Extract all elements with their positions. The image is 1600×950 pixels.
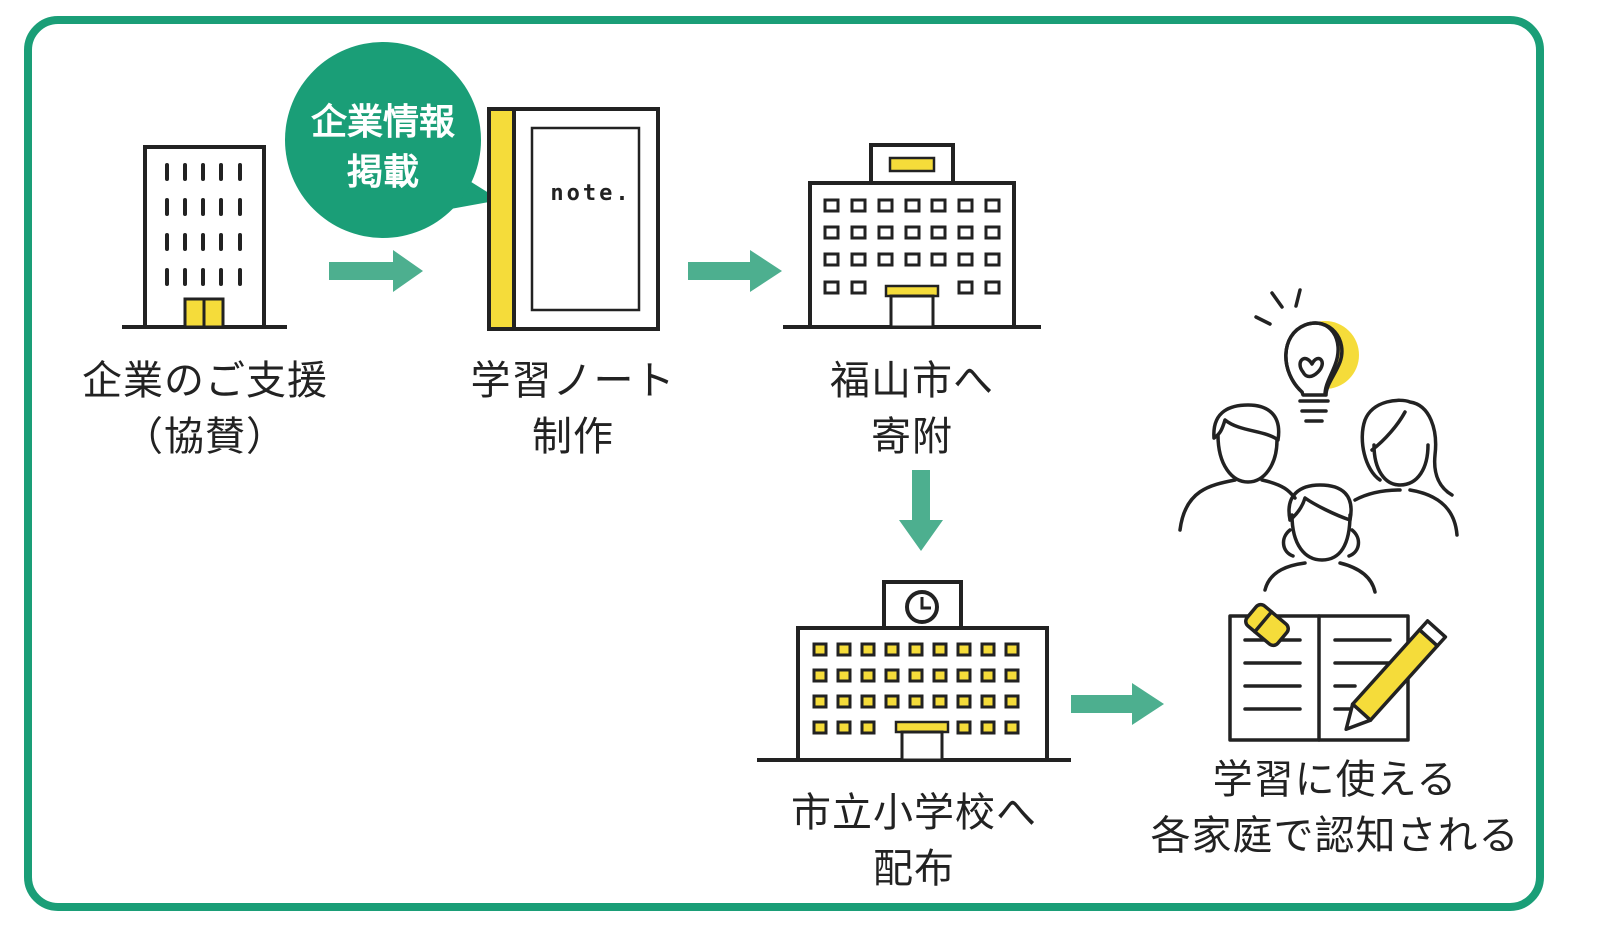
city-window <box>957 225 974 240</box>
city-window <box>957 252 974 267</box>
info-callout-bubble <box>285 42 500 238</box>
school-window <box>980 642 996 657</box>
step-label-city: 福山市へ 寄附 <box>830 353 994 465</box>
school-window <box>812 642 828 657</box>
school-window <box>956 668 972 683</box>
school-window <box>860 720 876 735</box>
school-window <box>812 694 828 709</box>
city-window <box>823 280 840 295</box>
arrow-company-to-notebook <box>329 250 423 292</box>
father-figure-icon <box>1178 403 1297 532</box>
city-hall-icon <box>783 143 1041 329</box>
school-window <box>980 720 996 735</box>
school-window <box>860 642 876 657</box>
school-window <box>932 668 948 683</box>
family-learning-icon <box>1178 288 1459 742</box>
notebook-cover-text: note. <box>550 181 631 206</box>
city-window <box>850 198 867 213</box>
city-window <box>984 252 1001 267</box>
school-window <box>812 720 828 735</box>
city-window <box>877 252 894 267</box>
city-window <box>957 280 974 295</box>
school-window <box>884 668 900 683</box>
city-window <box>850 252 867 267</box>
school-window <box>1004 720 1020 735</box>
school-window <box>884 642 900 657</box>
city-window <box>930 225 947 240</box>
school-window <box>836 720 852 735</box>
school-window <box>860 694 876 709</box>
school-window <box>836 668 852 683</box>
diagram-frame <box>24 16 1544 911</box>
school-window <box>1004 668 1020 683</box>
step-label-line: 寄附 <box>871 414 953 460</box>
city-window <box>984 280 1001 295</box>
step-label-line: 配布 <box>873 846 955 892</box>
arrow-school-to-families <box>1071 683 1164 725</box>
step-label-line: 企業のご支援 <box>82 358 328 404</box>
callout-line-2: 掲載 <box>346 152 420 193</box>
step-label-line: 各家庭で認知される <box>1150 813 1520 859</box>
arrow-city-to-school <box>899 470 943 551</box>
school-window <box>908 642 924 657</box>
step-label-line: 制作 <box>532 414 614 460</box>
city-window <box>984 225 1001 240</box>
step-label-line: 学習ノート <box>470 358 676 404</box>
school-window <box>812 668 828 683</box>
school-window <box>908 694 924 709</box>
city-window <box>823 225 840 240</box>
school-window <box>956 642 972 657</box>
lightbulb-icon <box>1254 288 1359 423</box>
city-window <box>823 252 840 267</box>
pencil-icon <box>1344 619 1448 731</box>
school-window <box>932 694 948 709</box>
school-window <box>908 668 924 683</box>
school-window <box>884 694 900 709</box>
city-window <box>850 225 867 240</box>
step-label-families: 学習に使える 各家庭で認知される <box>1151 752 1520 864</box>
step-label-line: 福山市へ <box>830 358 994 404</box>
city-window <box>904 225 921 240</box>
school-window <box>956 694 972 709</box>
step-label-company: 企業のご支援 （協賛） <box>82 353 328 465</box>
step-label-notebook: 学習ノート 制作 <box>471 353 676 465</box>
eraser-icon <box>1244 602 1290 648</box>
step-label-school: 市立小学校へ 配布 <box>791 785 1037 897</box>
notebook-icon: note. <box>487 107 660 331</box>
step-label-line: 市立小学校へ <box>791 790 1037 836</box>
school-window <box>836 694 852 709</box>
mother-figure-icon <box>1353 398 1459 537</box>
school-window <box>980 668 996 683</box>
school-window <box>836 642 852 657</box>
city-window <box>877 198 894 213</box>
school-window <box>932 642 948 657</box>
step-label-line: 学習に使える <box>1212 757 1458 803</box>
school-window <box>860 668 876 683</box>
school-building-icon <box>757 580 1071 762</box>
school-window <box>956 720 972 735</box>
arrow-notebook-to-city <box>688 250 782 292</box>
city-window <box>957 198 974 213</box>
callout-line-1: 企業情報 <box>310 102 456 143</box>
school-window <box>1004 642 1020 657</box>
city-window <box>877 225 894 240</box>
city-window <box>984 198 1001 213</box>
city-window <box>850 280 867 295</box>
city-window <box>904 252 921 267</box>
info-callout-text: 企業情報 掲載 <box>311 98 455 198</box>
child-figure-icon <box>1263 483 1377 594</box>
city-window <box>823 198 840 213</box>
step-label-line: （協賛） <box>123 414 287 460</box>
city-window <box>904 198 921 213</box>
school-window <box>980 694 996 709</box>
office-building-icon <box>122 145 287 329</box>
city-window <box>930 198 947 213</box>
school-window <box>1004 694 1020 709</box>
city-window <box>930 252 947 267</box>
